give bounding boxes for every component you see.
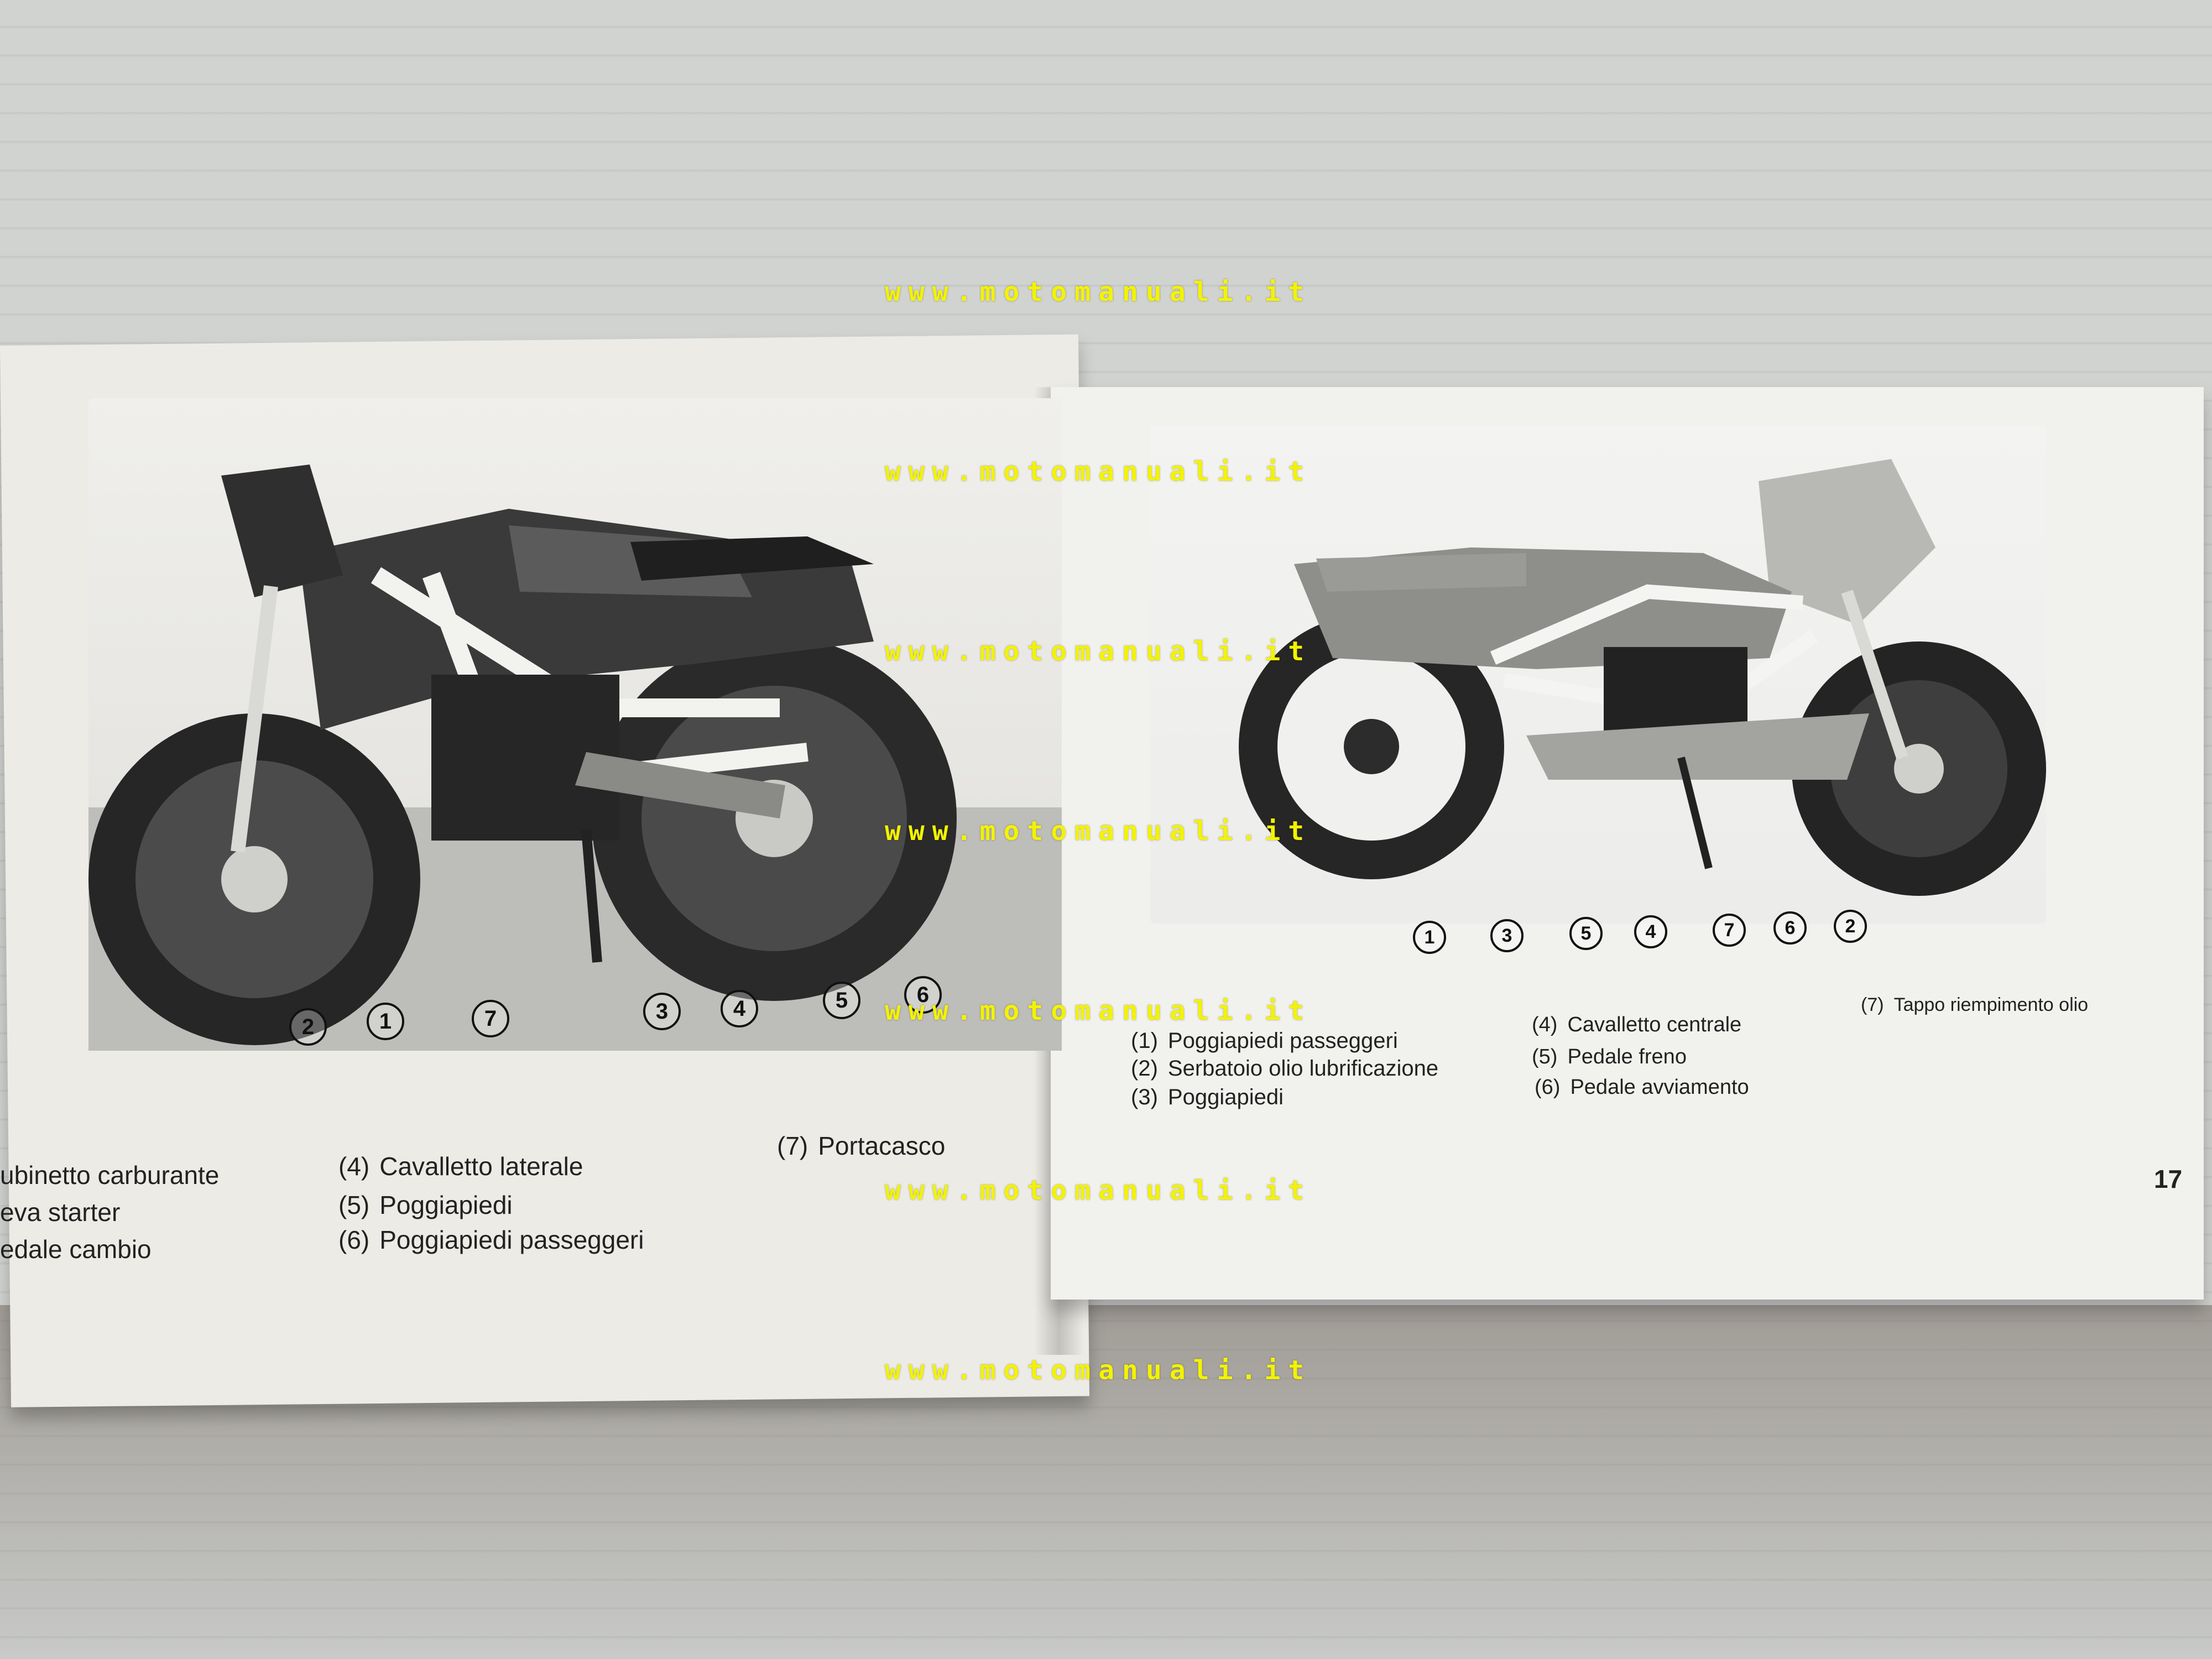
left-legend-item-4: (4) Cavalletto laterale: [338, 1151, 583, 1181]
watermark-4: www.motomanuali.it: [885, 816, 1312, 847]
callout-left-1: 1: [367, 1003, 404, 1040]
watermark-3: www.motomanuali.it: [885, 636, 1312, 667]
left-legend-num-6: (6): [338, 1225, 370, 1254]
callout-right-5: 5: [1569, 917, 1603, 950]
right-legend-num-2: (2): [1131, 1056, 1158, 1081]
left-legend-num-5: (5): [338, 1191, 370, 1219]
left-legend-text-6: Poggiapiedi passeggeri: [379, 1225, 644, 1254]
left-legend-item-3: edale cambio: [0, 1235, 152, 1264]
callout-left-2: 2: [289, 1008, 327, 1046]
left-legend-num-4: (4): [338, 1152, 370, 1181]
callout-left-6: 6: [904, 976, 942, 1014]
watermark-1: www.motomanuali.it: [885, 276, 1312, 307]
right-legend-item-6: (6) Pedale avviamento: [1535, 1076, 1749, 1099]
right-legend-num-7: (7): [1861, 994, 1884, 1015]
left-legend-item-2: eva starter: [0, 1198, 121, 1227]
left-legend-item-6: (6) Poggiapiedi passeggeri: [338, 1225, 644, 1255]
right-legend-item-2: (2) Serbatoio olio lubrificazione: [1131, 1056, 1438, 1081]
callout-right-1: 1: [1413, 921, 1446, 954]
callout-right-4: 4: [1634, 915, 1667, 948]
right-legend-num-4: (4): [1532, 1013, 1558, 1036]
right-legend-text-2: Serbatoio olio lubrificazione: [1167, 1056, 1439, 1081]
right-legend-num-6: (6): [1535, 1076, 1561, 1099]
right-legend-text-7: Tappo riempimento olio: [1893, 994, 2089, 1015]
watermark-5: www.motomanuali.it: [885, 995, 1312, 1026]
left-legend-text-5: Poggiapiedi: [379, 1191, 513, 1219]
left-legend-item-7: (7) Portacasco: [777, 1131, 945, 1161]
right-legend-item-4: (4) Cavalletto centrale: [1532, 1013, 1741, 1037]
right-legend-text-6: Pedale avviamento: [1570, 1076, 1749, 1099]
right-legend-item-3: (3) Poggiapiedi: [1131, 1085, 1284, 1110]
left-legend-text-4: Cavalletto laterale: [379, 1152, 583, 1181]
callout-left-3: 3: [643, 993, 681, 1030]
callout-left-4: 4: [721, 990, 758, 1027]
right-legend-num-5: (5): [1532, 1045, 1558, 1068]
left-legend-item-5: (5) Poggiapiedi: [338, 1190, 513, 1220]
callout-right-3: 3: [1490, 919, 1524, 952]
left-legend-item-1: ubinetto carburante: [0, 1161, 220, 1190]
right-legend-item-1: (1) Poggiapiedi passeggeri: [1131, 1029, 1398, 1053]
watermark-7: www.motomanuali.it: [885, 1355, 1312, 1386]
right-legend-num-3: (3): [1131, 1085, 1158, 1109]
left-legend-text-7: Portacasco: [818, 1131, 946, 1160]
right-legend-text-1: Poggiapiedi passeggeri: [1167, 1029, 1398, 1053]
watermark-6: www.motomanuali.it: [885, 1175, 1312, 1206]
callout-left-7: 7: [472, 1000, 509, 1037]
motorcycle-illustration-left: [88, 465, 1062, 1051]
page-number: 17: [2154, 1165, 2183, 1193]
callout-right-7: 7: [1713, 914, 1746, 947]
right-legend-text-5: Pedale freno: [1567, 1045, 1687, 1068]
right-legend-text-4: Cavalletto centrale: [1567, 1013, 1742, 1036]
callout-right-2: 2: [1834, 910, 1867, 943]
callout-right-6: 6: [1773, 911, 1807, 945]
right-motorcycle-photo: [1150, 426, 2046, 924]
left-motorcycle-photo: [88, 398, 1062, 1051]
callout-left-5: 5: [823, 982, 860, 1019]
motorcycle-illustration-right: [1239, 459, 2046, 896]
right-legend-item-7: (7) Tappo riempimento olio: [1861, 994, 2088, 1016]
watermark-2: www.motomanuali.it: [885, 456, 1312, 487]
right-legend-item-5: (5) Pedale freno: [1532, 1045, 1687, 1069]
right-legend-num-1: (1): [1131, 1029, 1158, 1053]
right-legend-text-3: Poggiapiedi: [1167, 1085, 1284, 1109]
left-legend-num-7: (7): [777, 1131, 808, 1160]
